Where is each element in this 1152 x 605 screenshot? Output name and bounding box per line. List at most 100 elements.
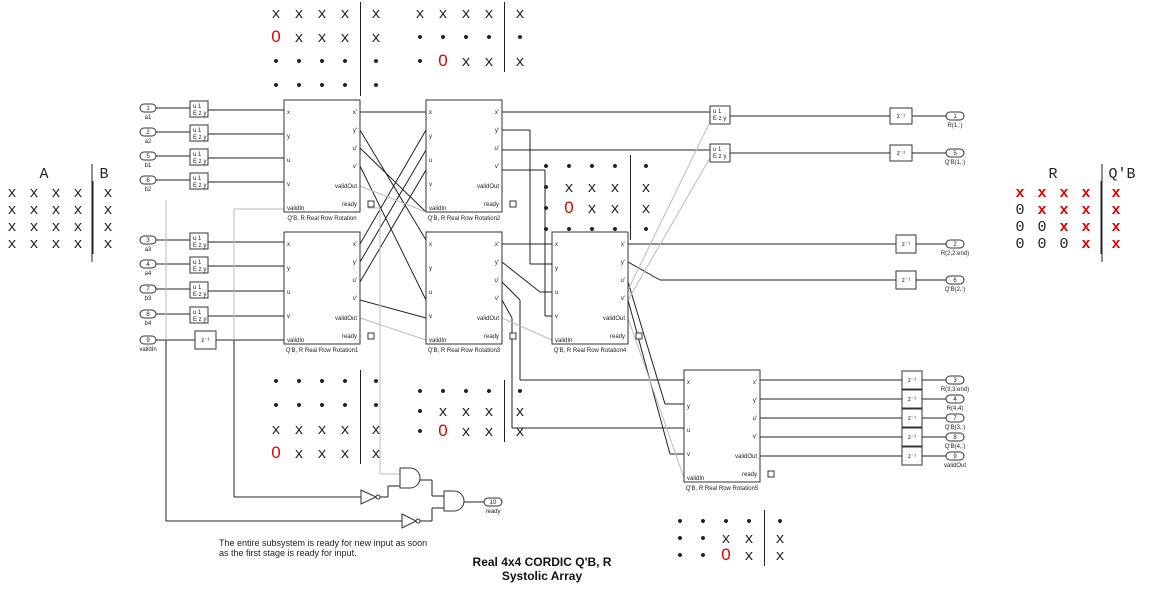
matrix-cell: • — [541, 222, 550, 239]
converter-glyph: u 1 — [713, 109, 722, 115]
matrix-cell: x — [29, 219, 38, 236]
output-port-name: R(3,3:end) — [941, 387, 969, 393]
converter-glyph: u 1 — [193, 128, 202, 134]
rotation-input-port: u — [287, 158, 290, 164]
unit-delay-block[interactable]: z⁻¹ — [901, 370, 923, 390]
matrix-cell: x — [294, 446, 303, 463]
rotation-output-port: v' — [495, 296, 499, 302]
unit-delay-block[interactable]: z⁻¹ — [901, 408, 923, 428]
matrix-cell: x — [1081, 185, 1090, 202]
data-type-converter[interactable]: u 1E z y — [709, 105, 731, 125]
input-port[interactable]: 6b2 — [139, 175, 157, 193]
output-port-name: Q'B(2,:) — [945, 287, 965, 293]
output-port-name: R(4,4) — [947, 406, 964, 412]
and-gate — [399, 467, 421, 489]
matrix-cell: x — [340, 446, 349, 463]
rotation-output-port: validOut — [735, 454, 757, 460]
data-type-converter[interactable]: u 1E z y — [189, 232, 209, 250]
data-type-converter[interactable]: u 1E z y — [189, 256, 209, 274]
data-type-converter[interactable]: u 1E z y — [189, 306, 209, 324]
rotation-input-port: u — [429, 158, 432, 164]
matrix-cell: x — [515, 424, 524, 441]
data-type-converter[interactable]: u 1E z y — [189, 172, 209, 190]
matrix-cell: • — [564, 159, 573, 176]
data-type-converter[interactable]: u 1E z y — [189, 148, 209, 166]
rotation-input-port: y — [555, 266, 558, 272]
input-port[interactable]: 2a2 — [139, 127, 157, 145]
output-port-number: 9 — [953, 454, 957, 460]
output-port-number: 4 — [953, 397, 957, 403]
output-port[interactable]: 5Q'B(1,:) — [945, 148, 965, 166]
matrix-cell: • — [294, 78, 303, 95]
input-port[interactable]: 8b4 — [139, 309, 157, 327]
matrix-cell: x — [7, 236, 16, 253]
data-type-converter[interactable]: u 1E z y — [189, 100, 209, 118]
matrix-r-header: R — [1048, 166, 1057, 183]
output-port[interactable]: 7Q'B(3,:) — [945, 413, 965, 431]
converter-glyph: E z y — [193, 292, 206, 298]
matrix-cell: • — [438, 384, 447, 401]
output-port[interactable]: 6Q'B(2,:) — [945, 275, 965, 293]
matrix-cell: x — [294, 6, 303, 23]
matrix-cell: x — [1059, 202, 1068, 219]
matrix-cell: • — [340, 398, 349, 415]
not-gate — [401, 513, 421, 529]
matrix-cell: • — [371, 374, 380, 391]
matrix-cell: x — [340, 422, 349, 439]
unit-delay-block[interactable]: z⁻¹ — [901, 446, 923, 466]
input-port[interactable]: 5b1 — [139, 151, 157, 169]
matrix-cell: 0 — [1015, 236, 1024, 253]
output-port-name: validOut — [944, 463, 966, 469]
input-port-name: a4 — [145, 271, 152, 277]
unit-delay-block[interactable]: z⁻¹ — [895, 234, 917, 254]
matrix-cell: x — [51, 219, 60, 236]
unit-delay-block[interactable]: z⁻¹ — [901, 427, 923, 447]
matrix-cell: • — [775, 514, 784, 531]
matrix-cell: x — [51, 236, 60, 253]
unit-delay-block[interactable]: z⁻¹ — [194, 330, 217, 350]
unit-delay-block[interactable]: z⁻¹ — [901, 389, 923, 409]
matrix-cell: • — [294, 374, 303, 391]
output-port[interactable]: 8Q'B(4,:) — [945, 432, 965, 450]
rotation-output-port: x' — [353, 110, 357, 116]
rotation-output-port: u' — [621, 278, 625, 284]
data-type-converter[interactable]: u 1E z y — [709, 143, 731, 163]
rotation-input-port: v — [429, 182, 432, 188]
data-type-converter[interactable]: u 1E z y — [189, 281, 209, 299]
input-port-number: 5 — [146, 154, 150, 160]
input-port[interactable]: 3a3 — [139, 235, 157, 253]
matrix-cell: x — [438, 404, 447, 421]
rotation-output-port: v' — [353, 164, 357, 170]
input-port[interactable]: 7b3 — [139, 284, 157, 302]
converter-glyph: E z y — [193, 111, 206, 117]
output-port[interactable]: 3R(3,3:end) — [941, 375, 969, 393]
input-port[interactable]: 4a4 — [139, 259, 157, 277]
unit-delay-block[interactable]: z⁻¹ — [889, 144, 913, 162]
matrix-cell: x — [51, 202, 60, 219]
delay-label: z⁻¹ — [908, 435, 916, 441]
input-port[interactable]: 1a1 — [139, 103, 157, 121]
matrix-cell: • — [317, 398, 326, 415]
rotation-output-port: y' — [495, 260, 499, 266]
data-type-converter[interactable]: u 1E z y — [189, 124, 209, 142]
matrix-cell: • — [271, 398, 280, 415]
input-port-number: 8 — [146, 312, 150, 318]
matrix-cell: x — [1015, 185, 1024, 202]
delay-label: z⁻¹ — [902, 242, 910, 248]
output-port[interactable]: 4R(4,4) — [945, 394, 965, 412]
output-port[interactable]: 2R(2,2:end) — [941, 239, 969, 257]
unit-delay-block[interactable]: z⁻¹ — [895, 270, 917, 290]
output-port[interactable]: 9 validOut — [944, 451, 966, 469]
unit-delay-block[interactable]: z⁻¹ — [889, 107, 913, 125]
output-port[interactable]: 1R(1,:) — [945, 111, 965, 129]
matrix-cell: x — [461, 6, 470, 23]
rotation-output-port: y' — [753, 398, 757, 404]
